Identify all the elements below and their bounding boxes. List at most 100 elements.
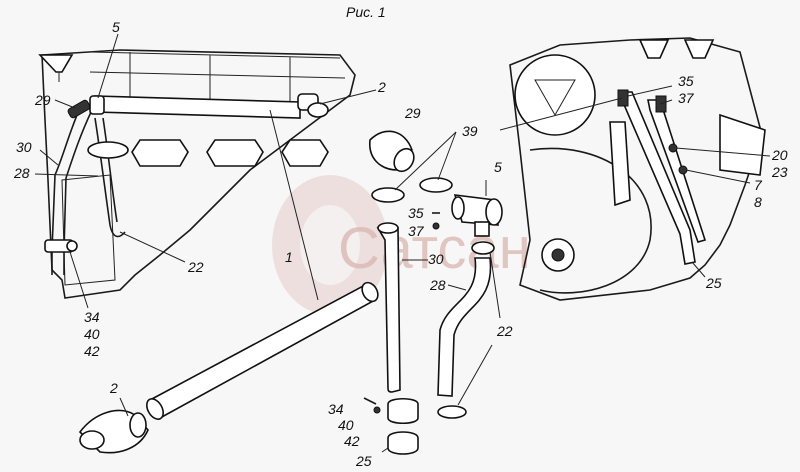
clamp-39-b (419, 177, 453, 193)
washer-40-center (373, 406, 381, 414)
leader-7 (685, 169, 751, 184)
leader-34-left (69, 251, 89, 309)
fan-hub (534, 79, 576, 117)
callout-35-center: 35 (408, 205, 424, 221)
valve-cover-lines (89, 51, 346, 112)
hose-30-top (377, 222, 399, 234)
elbow-2-bottom (78, 409, 149, 454)
bolt-34-left (66, 240, 78, 252)
engine-front-outline (509, 37, 763, 301)
callout-20: 20 (771, 147, 788, 163)
leader-39-a (394, 131, 457, 191)
sensor-7 (678, 165, 688, 175)
callout-5-left: 5 (112, 19, 120, 35)
bracket-42-center (387, 397, 419, 425)
callout-28-left: 28 (13, 165, 30, 181)
figure-caption: Рис. 1 (346, 4, 386, 20)
flywheel-arc (529, 147, 652, 294)
leader-20 (675, 147, 771, 157)
clamp-39-a (371, 187, 405, 203)
leader-2-top (319, 89, 377, 105)
lower-housing (61, 174, 116, 286)
callout-22-center: 22 (496, 323, 513, 339)
intake-cup-1 (638, 39, 670, 59)
right-side-block (719, 113, 766, 176)
callout-35-right: 35 (678, 73, 694, 89)
leader-29-left (54, 99, 76, 109)
callout-29-left: 29 (34, 92, 51, 108)
cylinder-port-1 (131, 139, 189, 167)
upper-manifold-pipe (94, 95, 301, 119)
callout-30-center: 30 (428, 251, 444, 267)
elbow-2-opening (79, 430, 105, 450)
ring-25-center (387, 431, 419, 455)
fan-housing (514, 54, 596, 136)
elbow-2-outlet (129, 412, 147, 438)
filler-cup (38, 54, 74, 73)
callout-28-center: 28 (429, 277, 446, 293)
fitting-5-start (451, 196, 465, 220)
fitting-2-top-end (307, 102, 329, 118)
leader-25-center (381, 447, 389, 453)
watermark-emblem-inner (300, 205, 360, 285)
engine-side-view (38, 49, 356, 301)
cylinder-port-2 (206, 139, 264, 167)
sleeve-29 (369, 130, 415, 173)
leader-22-center (489, 251, 501, 319)
leader-30-left (39, 149, 59, 166)
pipe-1-end-left (146, 398, 164, 420)
exploded-parts (78, 130, 503, 455)
crank-pulley-hub (551, 248, 565, 262)
pipe-right-short (609, 121, 631, 207)
left-leaders (34, 33, 377, 417)
clamp-22-bottom (437, 405, 467, 419)
fitting-5-end (485, 198, 503, 226)
pipe-1-body (148, 283, 377, 420)
callout-8: 8 (754, 194, 762, 210)
clamp-35-right (617, 89, 629, 107)
intake-cup-2 (683, 39, 715, 59)
leader-37-right (659, 99, 673, 105)
callout-30-left: 30 (16, 139, 32, 155)
callout-25-right: 25 (705, 275, 722, 291)
leader-22-left (119, 231, 186, 263)
callout-40-left: 40 (84, 326, 100, 342)
callout-2-bottom: 2 (109, 380, 118, 396)
callout-22-left: 22 (187, 259, 204, 275)
pipe-1 (146, 281, 379, 420)
cylinder-ports (131, 139, 329, 167)
callout-29-center: 29 (404, 105, 421, 121)
pipe-1-end-right (361, 281, 379, 303)
bolt-34-center (363, 397, 377, 405)
callout-2-top: 2 (377, 79, 386, 95)
fitting-5-spout (474, 221, 490, 237)
callout-42-center: 42 (344, 433, 360, 449)
callout-34-left: 34 (84, 309, 100, 325)
callout-labels: 5 2 29 30 28 29 39 5 35 37 22 1 30 28 22… (13, 19, 788, 469)
pipe-28-left-edge (102, 117, 118, 223)
leader-25-right (691, 261, 706, 278)
clamp-29-left (67, 99, 91, 119)
callout-37-right: 37 (678, 90, 695, 106)
fitting-5-left (89, 95, 105, 115)
nut-37-center (432, 222, 440, 230)
leader-2-bottom (119, 397, 129, 417)
callout-1: 1 (285, 249, 293, 265)
callout-5-center: 5 (494, 159, 502, 175)
leader-22-bottom (457, 344, 493, 406)
clamp-22-center (471, 241, 495, 255)
pipe-30-left-edge (63, 109, 93, 275)
sensor-20 (668, 143, 678, 153)
leader-1 (269, 109, 319, 301)
hose-28-body (437, 257, 492, 397)
leader-28-center (447, 284, 467, 291)
pipe-right-long (621, 91, 696, 265)
callout-7: 7 (754, 177, 763, 193)
callout-42-left: 42 (84, 343, 100, 359)
leader-39-b (437, 131, 457, 181)
callout-34-center: 34 (328, 401, 344, 417)
leader-39-right (499, 97, 623, 131)
hose-30-body (376, 227, 401, 393)
